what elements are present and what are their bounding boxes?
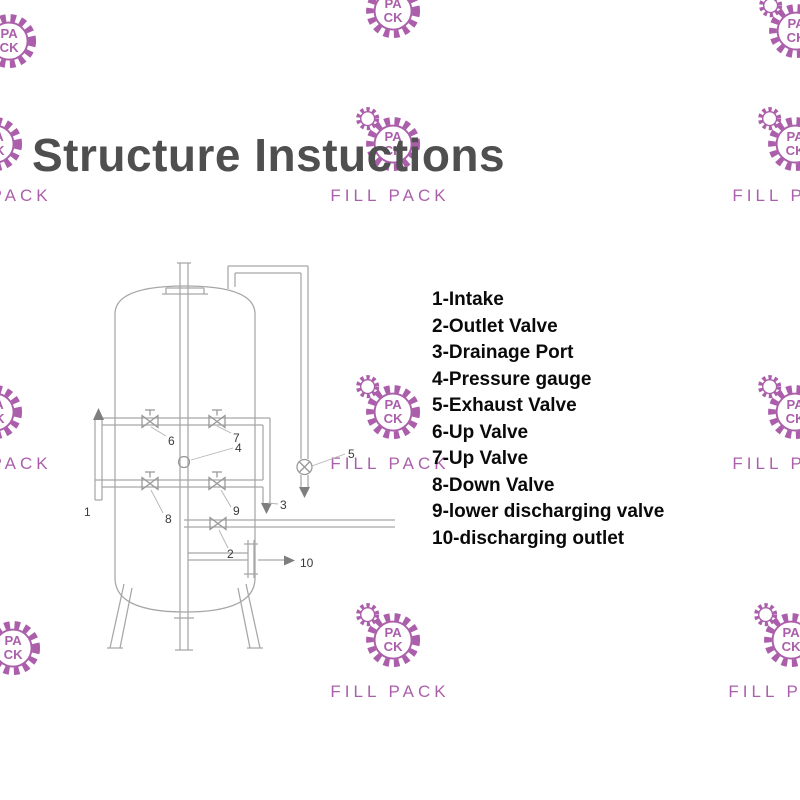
gear-logo-icon: PA CK	[754, 603, 800, 668]
logo-letters: PA	[787, 16, 800, 31]
gear-logo-icon: PA CK	[758, 107, 800, 172]
brand-watermark: PA CK FILL PACK	[713, 600, 800, 702]
diagram-label-6: 6	[168, 434, 175, 448]
parts-list-item: 1-Intake	[432, 289, 504, 310]
logo-letters: PA	[0, 397, 4, 412]
brand-watermark: PA CK FILL PACK	[0, 372, 67, 474]
parts-list-item: 4-Pressure gauge	[432, 368, 592, 390]
logo-letters: CK	[4, 647, 23, 662]
gear-logo-icon: PA CK	[0, 117, 23, 171]
gear-logo-icon: PA CK	[0, 621, 41, 676]
parts-list-item: 10-discharging outlet	[432, 527, 625, 549]
valve-symbols	[141, 409, 313, 531]
logo-letters: CK	[786, 411, 800, 426]
logo-letters: PA	[0, 26, 18, 41]
logo-letters: CK	[384, 10, 403, 25]
logo-letters: PA	[786, 397, 800, 412]
logo-letters: PA	[384, 0, 402, 11]
diagram-label-8: 8	[165, 512, 172, 526]
logo-letters: PA	[786, 129, 800, 144]
brand-watermark: PA CK	[0, 1, 81, 75]
logo-letters: CK	[0, 143, 5, 158]
gear-logo-icon: PA CK	[759, 0, 800, 59]
gear-logo-icon: PA CK	[0, 14, 37, 69]
brand-watermark-text: FILL PACK	[0, 186, 52, 205]
parts-list-item: 5-Exhaust Valve	[432, 395, 577, 416]
logo-letters: PA	[4, 633, 22, 648]
parts-list-item: 7-Up Valve	[432, 448, 529, 469]
diagram-label-1: 1	[84, 505, 91, 519]
diagram-labels: 1 2 3 4 5 6 7 8 9 10	[84, 431, 355, 570]
logo-letters: CK	[786, 143, 800, 158]
piping	[94, 262, 395, 612]
gear-logo-icon: PA CK	[366, 0, 421, 39]
brand-watermark-text: FILL PACK	[732, 186, 800, 205]
brand-watermark: PA CK FILL PACK	[717, 104, 800, 206]
diagram-label-10: 10	[300, 556, 314, 570]
label-leaders	[150, 425, 346, 549]
tank-outline	[107, 285, 263, 651]
parts-list-item: 2-Outlet Valve	[432, 315, 558, 337]
gear-logo-icon: PA CK	[0, 385, 23, 439]
brand-watermark: PA CK	[0, 608, 85, 682]
logo-letters: CK	[782, 639, 800, 654]
diagram-label-9: 9	[233, 504, 240, 518]
parts-list-item: 6-Up Valve	[432, 421, 529, 443]
brand-watermark: PA CK	[718, 0, 800, 65]
logo-letters: PA	[782, 625, 800, 640]
page-title: Structure Instuctions	[32, 129, 506, 181]
parts-list-item: 9-lower discharging valve	[432, 501, 665, 522]
tank-diagram: 1 2 3 4 5 6 7 8 9 10	[84, 262, 395, 651]
gear-logo-icon: PA CK	[758, 375, 800, 440]
diagram-label-7: 7	[233, 431, 240, 445]
logo-letters: PA	[0, 129, 4, 144]
logo-letters: CK	[0, 40, 19, 55]
brand-watermark-text: FILL PACK	[330, 682, 450, 701]
diagram-label-3: 3	[280, 498, 287, 512]
brand-watermark-text: FILL PACK	[0, 454, 52, 473]
diagram-label-2: 2	[227, 547, 234, 561]
diagram-label-4: 4	[235, 441, 242, 455]
brand-watermark: PA CK FILL PACK	[717, 372, 800, 474]
brand-watermark-text: FILL PACK	[728, 682, 800, 701]
brand-watermark-text: FILL PACK	[732, 454, 800, 473]
diagram-label-5: 5	[348, 447, 355, 461]
parts-list: 1-Intake 2-Outlet Valve 3-Drainage Port …	[432, 287, 664, 552]
logo-letters: CK	[0, 411, 5, 426]
brand-watermark: PA CK	[315, 0, 465, 45]
brand-watermark-text: FILL PACK	[330, 186, 450, 205]
parts-list-item: 8-Down Valve	[432, 474, 555, 496]
logo-letters: CK	[787, 30, 800, 45]
flow-arrows	[93, 408, 310, 566]
parts-list-item: 3-Drainage Port	[432, 342, 574, 363]
